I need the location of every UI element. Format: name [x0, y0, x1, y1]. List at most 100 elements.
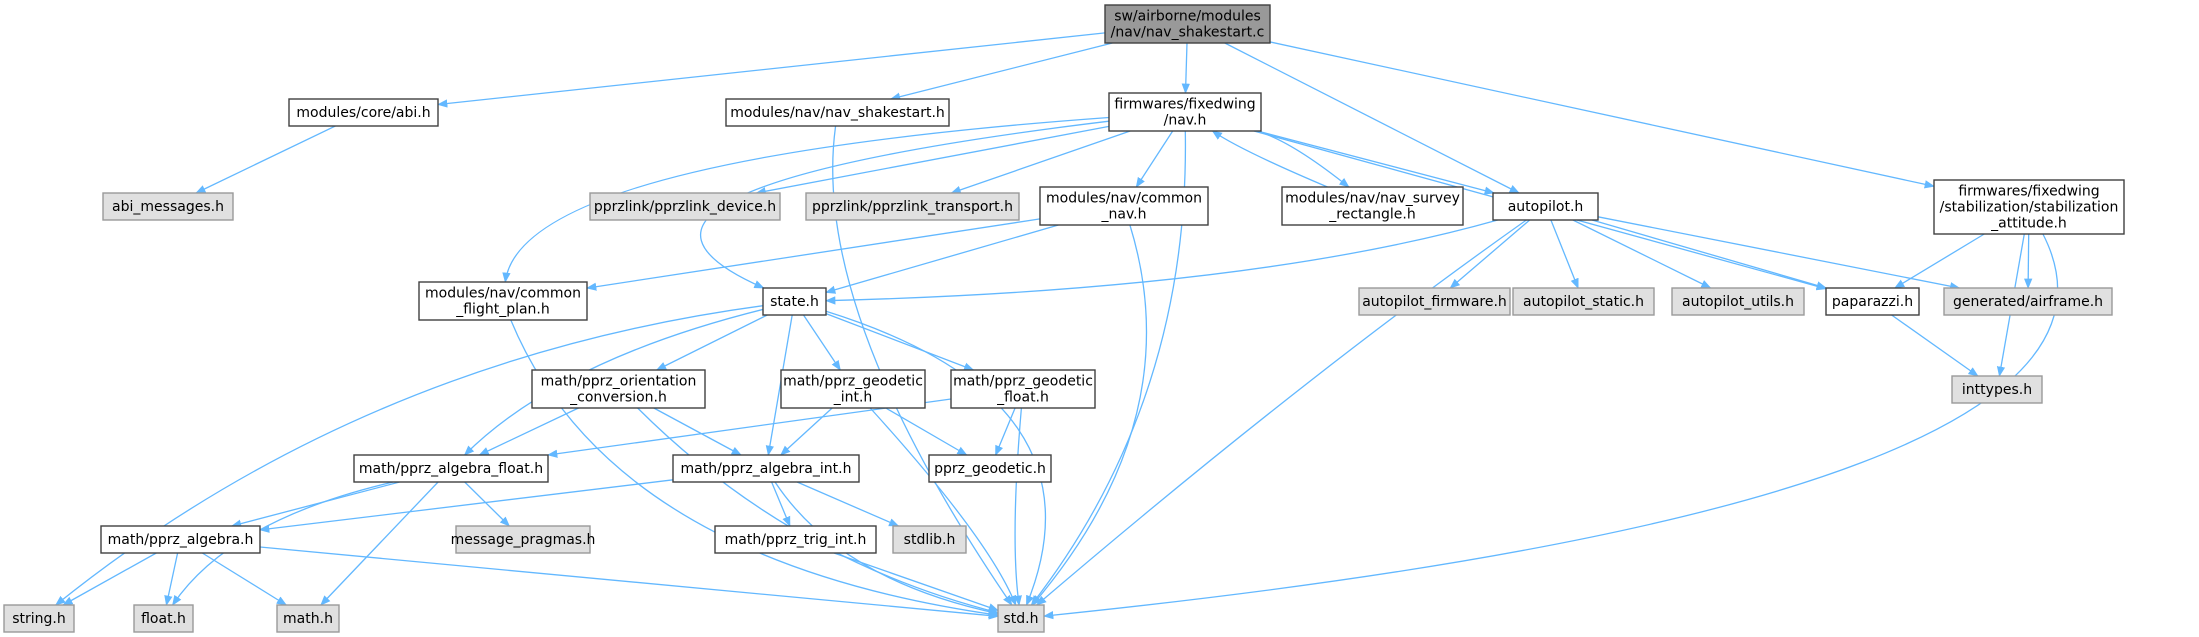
- node-orient[interactable]: math/pprz_orientation_conversion.h: [531, 369, 706, 409]
- node-floath: float.h: [133, 604, 194, 633]
- edge-root-to-abi: [436, 32, 1106, 108]
- edge-cnav-to-state: [825, 224, 1059, 294]
- edge-alg-to-std: [259, 546, 1000, 620]
- node-label: _rectangle.h: [1328, 207, 1415, 223]
- node-msgpr: message_pragmas.h: [451, 525, 596, 554]
- node-abi[interactable]: modules/core/abi.h: [288, 98, 439, 127]
- node-box: [276, 604, 340, 633]
- node-mathh: math.h: [276, 604, 340, 633]
- node-box: [1671, 287, 1805, 316]
- node-label: math/pprz_geodetic: [783, 374, 923, 390]
- edge-paparazzi-to-inttypes: [1891, 314, 1979, 377]
- node-autopilot[interactable]: autopilot.h: [1492, 192, 1599, 221]
- edge-abi-to-abimsg: [195, 125, 336, 194]
- node-label: math/pprz_trig_int.h: [725, 532, 867, 548]
- edge-autopilot-to-aputils: [1572, 219, 1712, 289]
- node-label: string.h: [12, 611, 66, 627]
- node-box: [1358, 287, 1511, 316]
- node-label: autopilot_firmware.h: [1362, 294, 1507, 310]
- node-algint[interactable]: math/pprz_algebra_int.h: [672, 454, 860, 483]
- node-algfloat[interactable]: math/pprz_algebra_float.h: [353, 454, 549, 483]
- node-label: message_pragmas.h: [451, 532, 596, 548]
- node-paparazzi[interactable]: paparazzi.h: [1825, 287, 1920, 316]
- node-fwnav[interactable]: firmwares/fixedwing/nav.h: [1108, 92, 1262, 132]
- node-airframe: generated/airframe.h: [1943, 287, 2113, 316]
- node-box: [950, 369, 1096, 409]
- edge-geofloat-to-std: [1013, 407, 1023, 607]
- node-label: modules/nav/nav_survey: [1285, 191, 1460, 207]
- node-cnav[interactable]: modules/nav/common_nav.h: [1039, 186, 1209, 226]
- node-label: std.h: [1004, 611, 1039, 627]
- node-label: modules/nav/nav_shakestart.h: [730, 105, 945, 121]
- node-label: math/pprz_algebra_int.h: [681, 461, 852, 477]
- edge-orient-to-algint: [653, 407, 742, 456]
- node-inttypes: inttypes.h: [1951, 375, 2043, 404]
- node-geofloat[interactable]: math/pprz_geodetic_float.h: [950, 369, 1096, 409]
- node-label: math/pprz_algebra_float.h: [359, 461, 543, 477]
- node-label: autopilot_static.h: [1523, 294, 1644, 310]
- node-label: _flight_plan.h: [455, 302, 550, 318]
- node-label: abi_messages.h: [112, 199, 224, 215]
- nodes-layer: sw/airborne/modules/nav/nav_shakestart.c…: [3, 4, 2125, 633]
- node-label: state.h: [770, 294, 819, 310]
- node-navshake[interactable]: modules/nav/nav_shakestart.h: [725, 98, 950, 127]
- edge-geoint-to-geodetic: [885, 407, 968, 456]
- edge-algint-to-trigint: [770, 481, 791, 527]
- edge-root-to-navshake: [889, 42, 1113, 101]
- node-cfp[interactable]: modules/nav/common_flight_plan.h: [418, 281, 588, 321]
- node-abimsg: abi_messages.h: [102, 192, 234, 221]
- node-box: [455, 525, 591, 554]
- node-box: [762, 287, 827, 316]
- node-box: [1104, 4, 1271, 44]
- edge-algfloat-to-alg: [230, 481, 400, 528]
- node-label: generated/airframe.h: [1953, 294, 2103, 310]
- node-alg[interactable]: math/pprz_algebra.h: [100, 525, 261, 554]
- edge-state-to-geoint: [802, 314, 841, 371]
- node-box: [1281, 186, 1464, 226]
- node-root[interactable]: sw/airborne/modules/nav/nav_shakestart.c: [1104, 4, 1271, 44]
- node-box: [1512, 287, 1655, 316]
- node-box: [1039, 186, 1209, 226]
- node-stab[interactable]: firmwares/fixedwing/stabilization/stabil…: [1933, 179, 2125, 235]
- edge-stab-to-paparazzi: [1894, 233, 1985, 289]
- edge-alg-to-floath: [164, 552, 179, 607]
- edge-fwnav-to-cnav: [1135, 130, 1174, 188]
- node-pdev: pprzlink/pprzlink_device.h: [589, 192, 781, 221]
- edge-geofloat-to-geodetic: [994, 407, 1016, 456]
- node-trigint[interactable]: math/pprz_trig_int.h: [714, 525, 877, 554]
- edge-cnav-to-std: [1031, 224, 1148, 606]
- edge-fwnav-to-pdev: [755, 125, 1110, 196]
- edge-autopilot-to-apstatic: [1550, 219, 1579, 289]
- edge-root-to-stab: [1269, 41, 1936, 189]
- node-box: [1943, 287, 2113, 316]
- node-box: [1492, 192, 1599, 221]
- edge-geoint-to-std: [869, 407, 1017, 606]
- node-ptrans: pprzlink/pprzlink_transport.h: [805, 192, 1020, 221]
- node-state[interactable]: state.h: [762, 287, 827, 316]
- edge-autopilot-to-airframe: [1597, 216, 1961, 291]
- node-box: [102, 192, 234, 221]
- node-box: [892, 525, 967, 554]
- node-box: [133, 604, 194, 633]
- node-label: pprzlink/pprzlink_transport.h: [812, 199, 1013, 215]
- node-apstatic: autopilot_static.h: [1512, 287, 1655, 316]
- edge-orient-to-std: [637, 407, 1000, 615]
- node-geodetic[interactable]: pprz_geodetic.h: [928, 454, 1052, 483]
- node-label: _attitude.h: [1990, 216, 2067, 232]
- node-box: [1825, 287, 1920, 316]
- node-box: [100, 525, 261, 554]
- node-survey[interactable]: modules/nav/nav_survey_rectangle.h: [1281, 186, 1464, 226]
- node-geoint[interactable]: math/pprz_geodetic_int.h: [780, 369, 926, 409]
- edge-algint-to-alg: [258, 479, 674, 533]
- edge-algfloat-to-msgpr: [464, 481, 511, 527]
- node-box: [1933, 179, 2125, 235]
- node-label: _float.h: [996, 390, 1049, 406]
- node-label: _int.h: [833, 390, 873, 406]
- node-label: math/pprz_algebra.h: [108, 532, 254, 548]
- node-label: math/pprz_geodetic: [953, 374, 1093, 390]
- node-label: math.h: [283, 611, 333, 627]
- edge-fwnav-to-autopilot: [1257, 130, 1496, 195]
- node-label: float.h: [141, 611, 186, 627]
- node-label: modules/nav/common: [425, 286, 581, 302]
